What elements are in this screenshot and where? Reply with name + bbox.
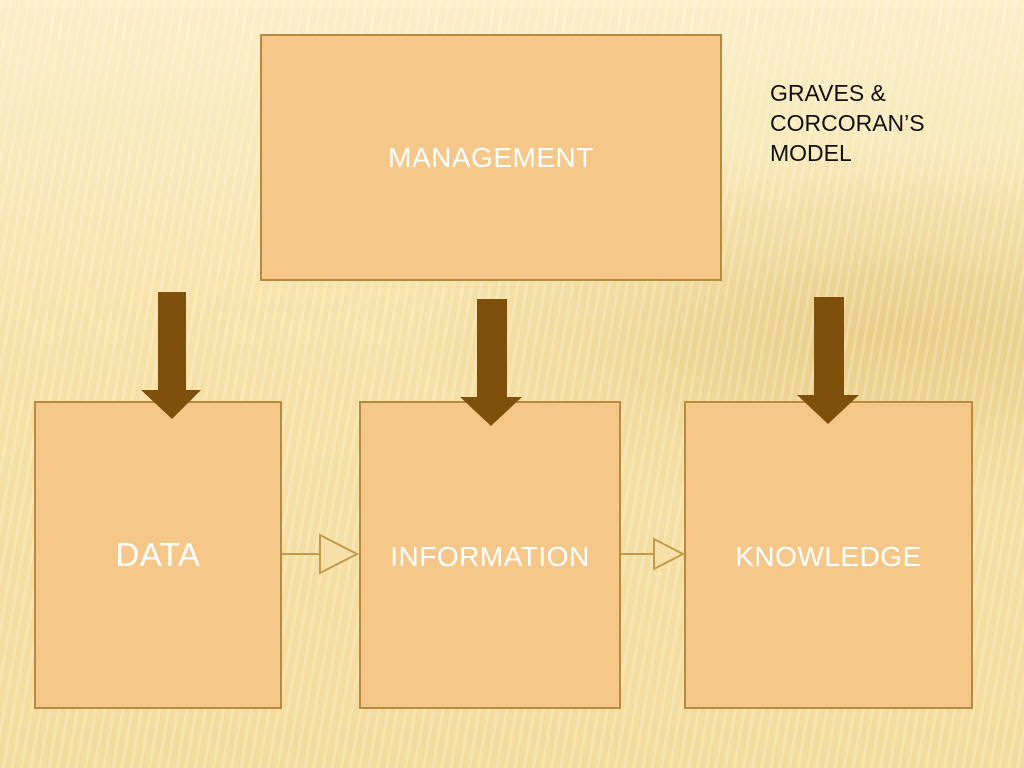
- knowledge-label: KNOWLEDGE: [735, 541, 922, 572]
- connector-arrowhead-knowledge: [653, 537, 686, 571]
- information-label: INFORMATION: [390, 541, 590, 572]
- management-box: MANAGEMENT: [260, 34, 722, 281]
- information-box: INFORMATION: [359, 401, 621, 709]
- down-arrow-information: [460, 299, 522, 426]
- model-title: GRAVES & CORCORAN’S MODEL: [770, 80, 925, 166]
- data-box: DATA: [34, 401, 282, 709]
- down-arrow-data: [141, 292, 201, 419]
- data-label: DATA: [115, 536, 201, 573]
- knowledge-box: KNOWLEDGE: [684, 401, 973, 709]
- down-arrow-knowledge: [797, 297, 859, 424]
- connector-arrowhead-information: [319, 533, 360, 575]
- management-label: MANAGEMENT: [388, 141, 594, 173]
